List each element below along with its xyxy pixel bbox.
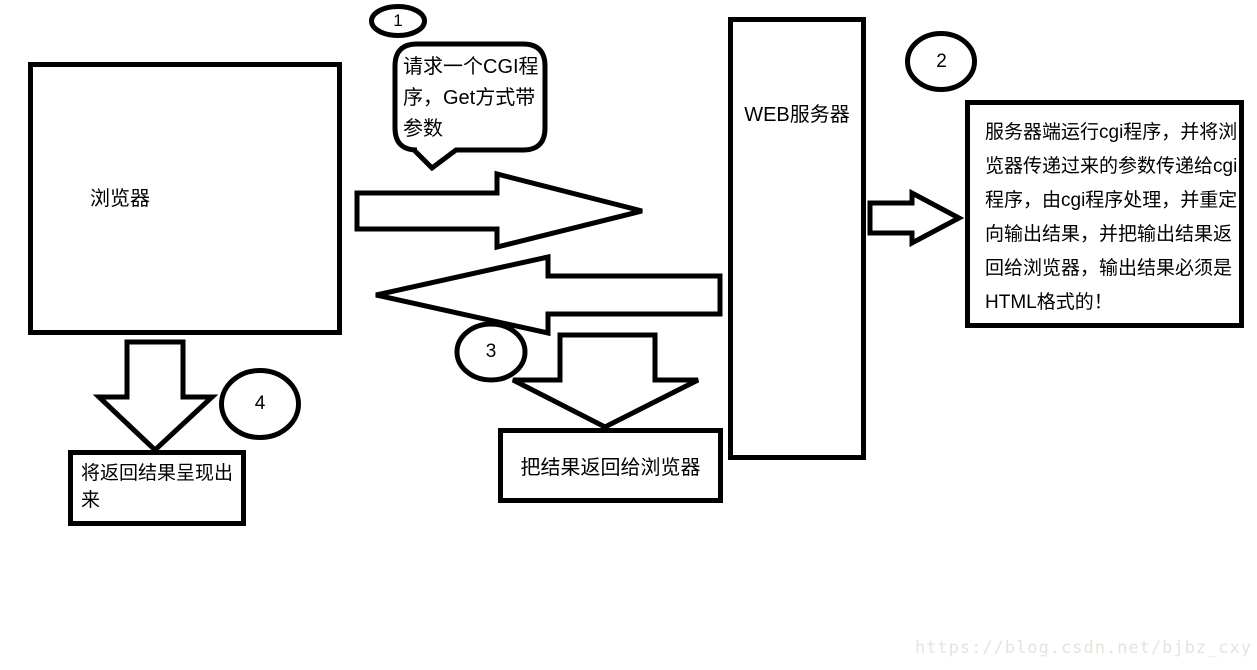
step-4-label: 4 — [254, 393, 266, 414]
request-bubble-line: 参数 — [403, 118, 443, 140]
server-note-line: 览器传递过来的参数传递给cgi — [985, 156, 1238, 177]
request-bubble-text: 请求一个CGI程 序，Get方式带 参数 — [403, 52, 543, 145]
server-note-line: 程序，由cgi程序处理，并重定 — [985, 190, 1238, 211]
step-2-circle-icon — [905, 31, 977, 92]
server-note-line: 向输出结果，并把输出结果返 — [985, 224, 1233, 245]
return-result-label: 把结果返回给浏览器 — [520, 457, 701, 479]
present-result-box: 将返回结果呈现出 来 — [68, 450, 246, 526]
request-bubble-shape — [392, 41, 548, 172]
arrow-server-to-note-icon — [867, 188, 965, 248]
server-note-line: 回给浏览器，输出结果必须是 — [985, 258, 1233, 279]
step-2-number: 2 — [907, 33, 976, 90]
present-result-line: 来 — [81, 490, 101, 511]
web-server-box: WEB服务器 — [728, 17, 866, 460]
step-3-label: 3 — [485, 341, 497, 362]
step-1-label: 1 — [393, 11, 403, 30]
step-3-number: 3 — [457, 324, 525, 380]
server-note-line: 服务器端运行cgi程序，并将浏 — [985, 122, 1238, 143]
arrow-server-to-browser-icon — [375, 253, 723, 337]
arrow-server-to-return-box-icon — [511, 332, 700, 430]
step-4-number: 4 — [221, 370, 299, 438]
server-note-box: 服务器端运行cgi程序，并将浏 览器传递过来的参数传递给cgi 程序，由cgi程… — [965, 100, 1244, 328]
browser-label: 浏览器 — [90, 188, 150, 210]
step-1-number: 1 — [371, 6, 425, 36]
step-4-circle-icon — [219, 368, 301, 440]
step-1-circle-icon — [369, 4, 427, 38]
request-bubble-line: 请求一个CGI程 — [403, 56, 539, 78]
return-result-box: 把结果返回给浏览器 — [498, 428, 723, 503]
arrow-browser-to-server-icon — [354, 170, 643, 251]
web-server-label: WEB服务器 — [744, 104, 850, 126]
step-2-label: 2 — [936, 50, 947, 72]
arrow-browser-to-present-box-icon — [92, 339, 219, 454]
browser-box: 浏览器 — [28, 62, 342, 335]
step-3-circle-icon — [454, 321, 528, 383]
watermark-url: https://blog.csdn.net/bjbz_cxy — [914, 638, 1252, 658]
server-note-line: HTML格式的！ — [985, 292, 1113, 313]
request-bubble-line: 序，Get方式带 — [403, 87, 536, 109]
present-result-line: 将返回结果呈现出 — [81, 463, 234, 484]
